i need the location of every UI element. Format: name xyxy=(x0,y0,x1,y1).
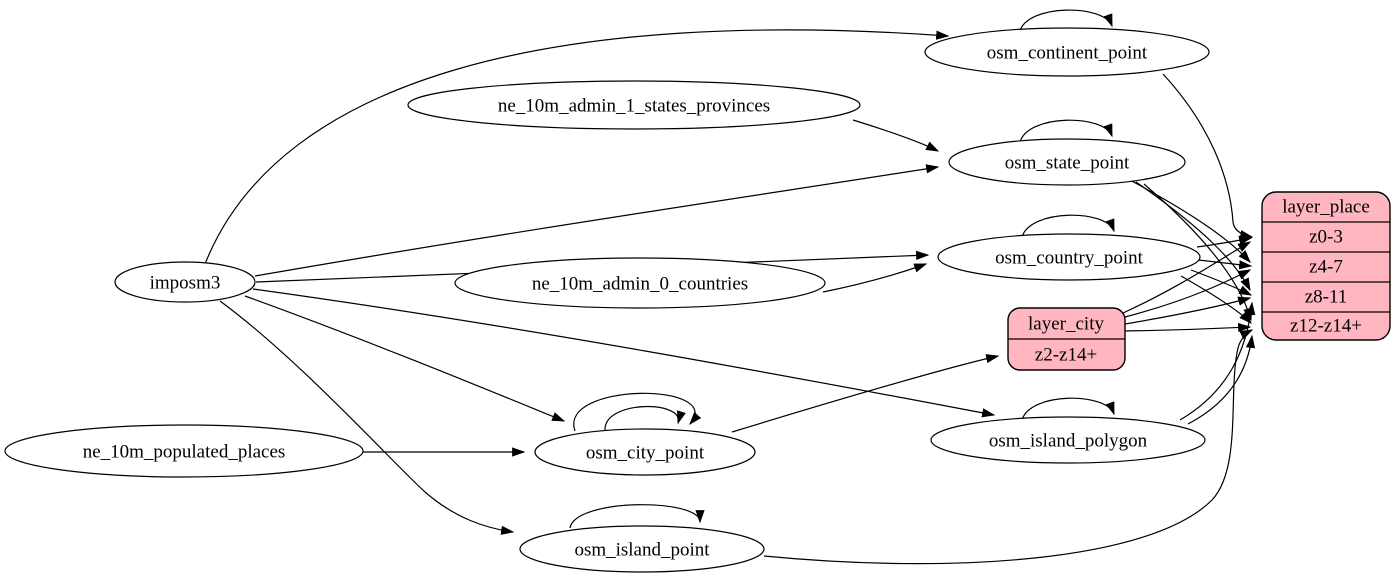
node-ne_10m_admin_1_states_provinces: ne_10m_admin_1_states_provinces xyxy=(407,80,861,130)
edge-osm_country_point-z0-3 xyxy=(1196,235,1253,248)
selfloop-osm_country_point xyxy=(1021,214,1115,238)
node-layer_place: layer_place z0-3 z4-7 z8-11 z12-z14+ xyxy=(1261,191,1391,341)
edge-osm_city_point-layer_city xyxy=(731,354,1000,433)
edge-osm_continent_point-z0-3 xyxy=(1162,73,1254,240)
node-osm_state_point: osm_state_point xyxy=(948,138,1186,186)
edge-layer_city-z0-3 xyxy=(1122,241,1252,314)
node-osm_country_point: osm_country_point xyxy=(937,233,1201,281)
edge-osm_island_point-z12-z14 xyxy=(763,329,1254,565)
node-ne_10m_admin_1_states_provinces-label: ne_10m_admin_1_states_provinces xyxy=(498,95,770,116)
edge-ne_10m_admin_1_states_provinces-osm_state_point xyxy=(852,119,940,152)
selfloop-osm_state_point xyxy=(1019,119,1113,143)
edge-osm_island_polygon-z8-11 xyxy=(1179,301,1256,421)
node-osm_island_point-label: osm_island_point xyxy=(574,539,710,560)
edge-ne_10m_admin_0_countries-osm_country_point xyxy=(822,263,928,293)
node-imposm3: imposm3 xyxy=(114,261,256,303)
node-layer_city: layer_city z2-z14+ xyxy=(1007,307,1126,371)
node-layer_city-title: layer_city xyxy=(1028,313,1104,334)
node-osm_continent_point: osm_continent_point xyxy=(924,27,1210,77)
node-osm_island_point: osm_island_point xyxy=(519,525,765,573)
node-ne_10m_populated_places-label: ne_10m_populated_places xyxy=(83,441,286,462)
node-layer_city-row-z2-z14: z2-z14+ xyxy=(1035,344,1097,365)
node-ne_10m_admin_0_countries-label: ne_10m_admin_0_countries xyxy=(532,273,748,294)
edge-imposm3-osm_island_point xyxy=(219,300,515,535)
edge-osm_state_point-z4-7 xyxy=(1127,178,1251,263)
selfloop-osm_island_point xyxy=(569,504,705,529)
node-layer_place-row-z8-11: z8-11 xyxy=(1305,286,1348,307)
selfloop-osm_city_point-outer xyxy=(573,392,702,432)
edge-imposm3-osm_island_polygon xyxy=(252,288,996,418)
node-ne_10m_admin_0_countries: ne_10m_admin_0_countries xyxy=(454,257,826,309)
node-osm_island_polygon: osm_island_polygon xyxy=(930,416,1206,464)
edge-layer_city-z4-7 xyxy=(1124,269,1252,318)
node-layer_place-row-z12-z14: z12-z14+ xyxy=(1290,315,1362,336)
node-osm_state_point-label: osm_state_point xyxy=(1005,152,1130,173)
edge-osm_country_point-z8-11 xyxy=(1190,269,1253,296)
node-osm_country_point-label: osm_country_point xyxy=(995,247,1143,268)
node-layer_place-row-z4-7: z4-7 xyxy=(1309,256,1343,277)
node-imposm3-label: imposm3 xyxy=(150,272,221,293)
edge-layer_city-z12-z14 xyxy=(1124,322,1252,333)
edge-imposm3-osm_continent_point xyxy=(204,29,950,265)
node-osm_island_polygon-label: osm_island_polygon xyxy=(989,430,1148,451)
edge-layer_city-z8-11 xyxy=(1124,296,1252,325)
node-ne_10m_populated_places: ne_10m_populated_places xyxy=(4,424,364,478)
node-osm_continent_point-label: osm_continent_point xyxy=(987,42,1148,63)
node-layer_place-title: layer_place xyxy=(1282,196,1370,217)
edge-imposm3-osm_city_point xyxy=(244,295,566,422)
selfloop-osm_island_polygon xyxy=(1021,397,1115,421)
edge-osm_island_polygon-z12-z14 xyxy=(1187,334,1256,425)
node-osm_city_point-label: osm_city_point xyxy=(586,442,705,463)
edge-osm_state_point-z8-11 xyxy=(1135,181,1251,292)
node-layer_place-row-z0-3: z0-3 xyxy=(1309,226,1343,247)
selfloop-osm_city_point-inner xyxy=(604,406,686,431)
node-osm_city_point: osm_city_point xyxy=(534,428,756,476)
selfloop-osm_continent_point xyxy=(1019,9,1113,32)
edge-imposm3-osm_state_point xyxy=(254,164,940,277)
